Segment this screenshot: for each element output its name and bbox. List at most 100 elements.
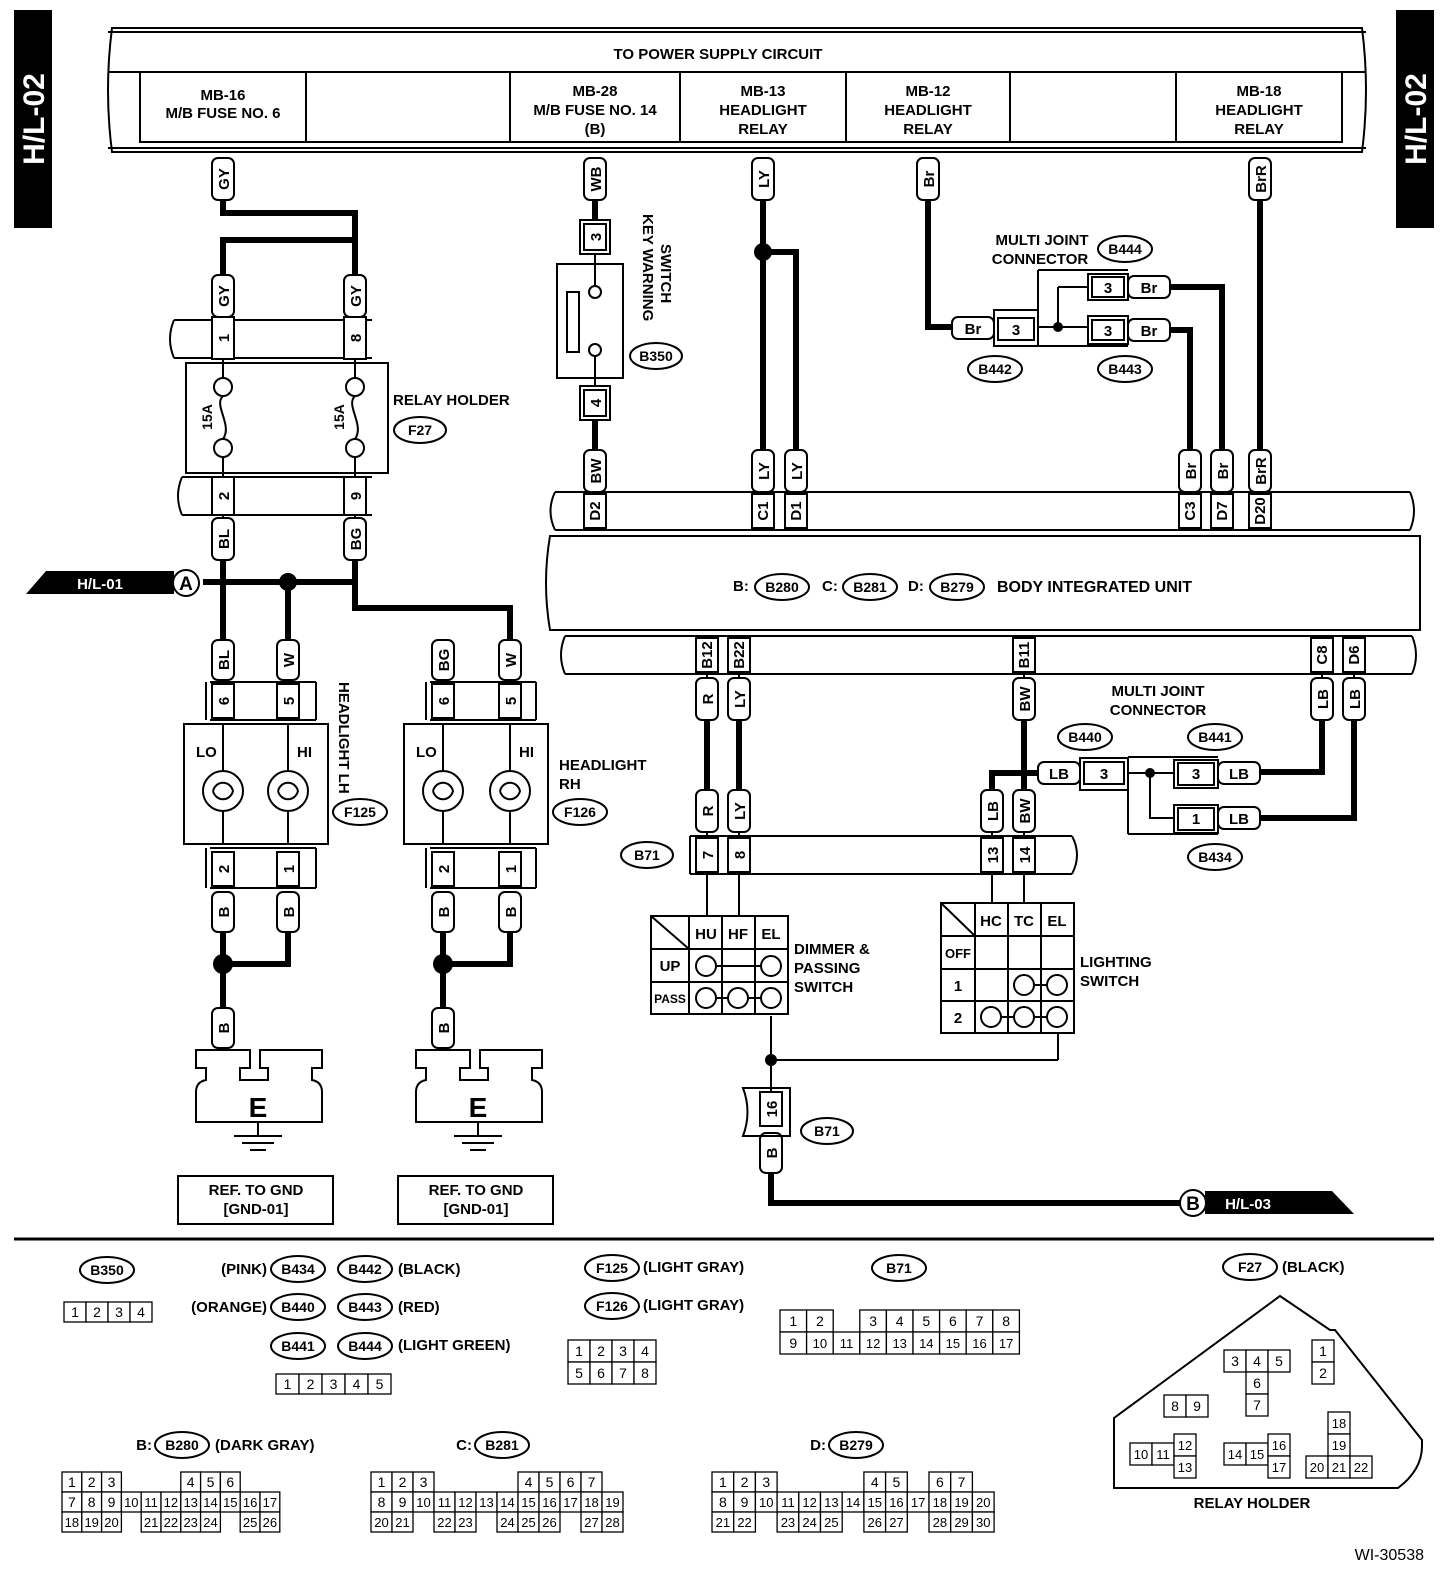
b279-pin-grid-pin: 28	[933, 1515, 947, 1530]
f125-pin-grid-pin: 3	[619, 1343, 627, 1359]
svg-text:Br: Br	[1141, 280, 1158, 297]
svg-text:OFF: OFF	[945, 946, 971, 961]
b71-pin-grid-pin: 10	[813, 1336, 827, 1351]
b71-pin-grid-pin: 13	[892, 1336, 906, 1351]
relay-holder-pin: 16	[1272, 1438, 1286, 1453]
b71-pin-grid-pin: 6	[949, 1313, 957, 1329]
relay-holder-pin: 18	[1332, 1416, 1346, 1431]
relay-holder-pin: 21	[1332, 1460, 1346, 1475]
svg-text:B434: B434	[281, 1261, 315, 1277]
b281-pin-grid-pin: 25	[521, 1515, 535, 1530]
power-cell-mb28: MB-28 M/B FUSE NO. 14 (B)	[533, 83, 657, 138]
svg-text:BW: BW	[1017, 798, 1034, 824]
ref-b-arrow: H/L-03 B	[1179, 1189, 1354, 1217]
svg-text:D1: D1	[788, 501, 805, 520]
multi-joint-connector-top: MULTI JOINT CONNECTOR B444 3 3 3 B442 B4…	[967, 232, 1153, 383]
svg-text:7: 7	[700, 851, 717, 859]
svg-text:B442: B442	[348, 1261, 382, 1277]
b281-pin-grid-pin: 7	[588, 1474, 596, 1490]
b280-pin-grid-pin: 14	[203, 1495, 217, 1510]
f125-pin-grid-pin: 8	[641, 1365, 649, 1381]
svg-text:3: 3	[1192, 766, 1200, 783]
b281-pin-grid-pin: 21	[395, 1515, 409, 1530]
relay-holder-pin: 8	[1171, 1398, 1179, 1414]
b279-pin-grid-pin: 9	[741, 1494, 749, 1510]
b281-pin-grid-pin: 23	[458, 1515, 472, 1530]
power-cell-mb12: MB-12 HEADLIGHT RELAY	[884, 83, 972, 138]
svg-text:B: B	[764, 1147, 781, 1158]
b350-pin-grid-pin: 3	[115, 1304, 123, 1320]
b71-pin-grid-pin: 8	[1002, 1313, 1010, 1329]
svg-text:B: B	[216, 1022, 233, 1033]
relay-holder-f27: 1 8 15A 15A 2 9 RELAY HOLDER F27	[169, 316, 510, 518]
svg-text:GY: GY	[216, 285, 233, 307]
svg-text:[GND-01]: [GND-01]	[223, 1201, 288, 1218]
ground-rh: E REF. TO GND [GND-01]	[397, 1049, 554, 1225]
b281-pin-grid-pin: 2	[399, 1474, 407, 1490]
svg-text:5: 5	[503, 697, 520, 705]
svg-text:B12: B12	[699, 641, 716, 669]
b280-pin-grid-pin: 1	[68, 1474, 76, 1490]
svg-text:LB: LB	[985, 801, 1002, 821]
svg-text:B443: B443	[348, 1299, 382, 1315]
svg-text:(RED): (RED)	[398, 1299, 440, 1316]
relay-holder-pin: 20	[1310, 1460, 1324, 1475]
b280-pin-grid-pin: 5	[207, 1474, 215, 1490]
svg-text:E: E	[469, 1092, 488, 1123]
svg-text:3: 3	[1104, 280, 1112, 297]
b280-pin-grid-pin: 7	[68, 1494, 76, 1510]
svg-text:3: 3	[1012, 322, 1020, 339]
svg-text:(ORANGE): (ORANGE)	[191, 1299, 267, 1316]
svg-text:W: W	[503, 652, 520, 667]
body-integrated-unit: D2 C1 D1 C3 D7 D20 B12 B22 B11 C8 D6 B: …	[545, 491, 1421, 678]
connector-b71: B71 7 8 13 14 16 B71	[620, 832, 1078, 1145]
svg-text:(LIGHT GRAY): (LIGHT GRAY)	[643, 1297, 744, 1314]
b71-pin-grid-pin: 7	[976, 1313, 984, 1329]
b281-pin-grid-pin: 15	[521, 1495, 535, 1510]
svg-text:D2: D2	[587, 501, 604, 520]
svg-text:15A: 15A	[331, 404, 347, 430]
svg-text:9: 9	[348, 492, 365, 500]
svg-text:Br: Br	[1141, 323, 1158, 340]
b281-pin-grid-pin: 17	[563, 1495, 577, 1510]
svg-text:LY: LY	[732, 802, 749, 820]
b280-pin-grid-pin: 13	[183, 1495, 197, 1510]
svg-text:REF. TO GND: REF. TO GND	[209, 1182, 304, 1199]
b280-pin-grid-pin: 21	[144, 1515, 158, 1530]
svg-text:TC: TC	[1014, 913, 1034, 930]
power-cell-mb13: MB-13 HEADLIGHT RELAY	[719, 83, 807, 138]
svg-text:CONNECTOR: CONNECTOR	[1110, 702, 1207, 719]
relay-holder-pin: 11	[1156, 1447, 1170, 1462]
svg-text:EL: EL	[761, 926, 780, 943]
b281-pin-grid-pin: 9	[399, 1494, 407, 1510]
f125-pin-grid-pin: 1	[575, 1343, 583, 1359]
svg-text:HF: HF	[728, 926, 748, 943]
relay-holder-pin: 19	[1332, 1438, 1346, 1453]
svg-text:B:: B:	[733, 578, 749, 595]
svg-text:C:: C:	[456, 1437, 472, 1454]
svg-text:B: B	[1186, 1194, 1200, 1215]
svg-text:DIMMER &: DIMMER &	[794, 941, 870, 958]
b280-pin-grid-pin: 6	[226, 1474, 234, 1490]
svg-text:MULTI JOINT: MULTI JOINT	[1111, 683, 1204, 700]
svg-text:1: 1	[216, 334, 233, 342]
svg-text:Br: Br	[1215, 463, 1232, 480]
svg-text:14: 14	[1017, 846, 1034, 863]
svg-text:M/B FUSE NO. 6: M/B FUSE NO. 6	[165, 105, 280, 122]
svg-text:13: 13	[985, 847, 1002, 864]
svg-text:2: 2	[216, 492, 233, 500]
f125-pin-grid-pin: 6	[597, 1365, 605, 1381]
headlight-rh-f126: 6 5 LO HI 2 1 HEADLIGHT RH F126	[403, 681, 647, 889]
svg-text:B281: B281	[485, 1437, 519, 1453]
svg-text:B: B	[503, 906, 520, 917]
b71-pin-grid-pin: 5	[922, 1313, 930, 1329]
svg-text:SWITCH: SWITCH	[657, 244, 674, 303]
b281-pin-grid-pin: 13	[479, 1495, 493, 1510]
svg-text:SWITCH: SWITCH	[1080, 973, 1139, 990]
svg-text:4: 4	[588, 398, 605, 407]
svg-text:CONNECTOR: CONNECTOR	[992, 251, 1089, 268]
